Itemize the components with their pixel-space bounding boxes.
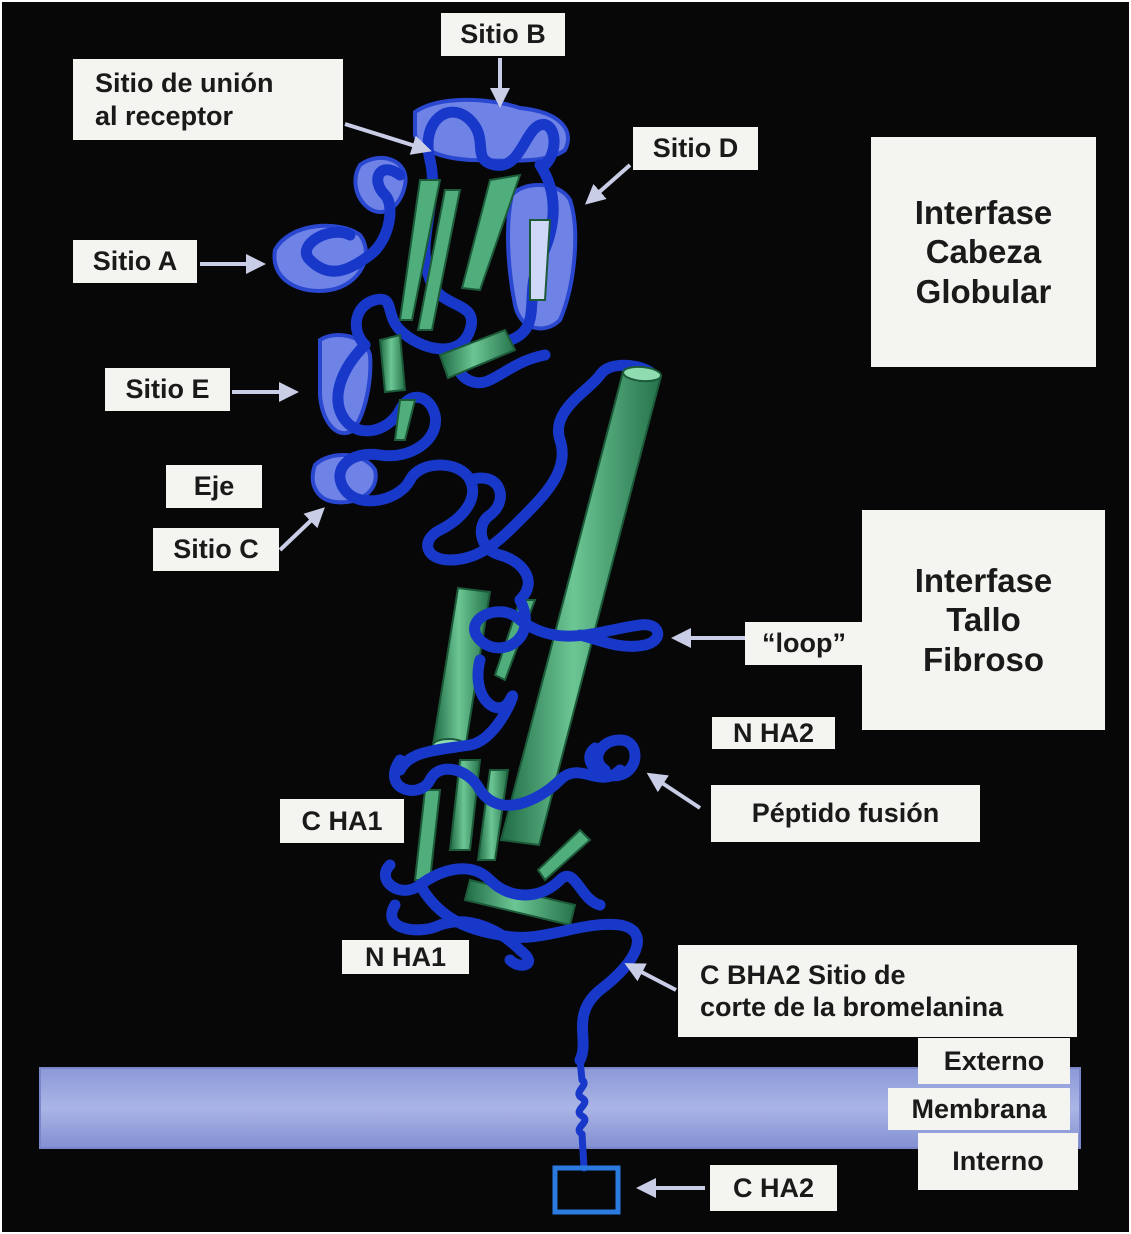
label-membrana: Membrana (888, 1088, 1070, 1130)
label-sitio-c: Sitio C (153, 528, 279, 571)
label-externo: Externo (918, 1038, 1070, 1084)
label-loop: “loop” (745, 622, 863, 665)
label-sitio-a: Sitio A (73, 240, 197, 283)
interface-stem-line3: Fibroso (923, 640, 1044, 680)
label-n-ha2: N HA2 (712, 717, 835, 749)
label-peptido-fusion: Péptido fusión (711, 785, 980, 842)
c-ha2-terminal-box (555, 1168, 618, 1212)
label-eje: Eje (166, 465, 262, 508)
label-bha2-line2: corte de la bromelanina (700, 991, 1003, 1023)
label-sitio-d: Sitio D (633, 127, 758, 170)
label-receptor-line1: Sitio de unión (95, 67, 273, 99)
interface-globular-head-box: Interfase Cabeza Globular (871, 137, 1096, 367)
label-bha2-line1: C BHA2 Sitio de (700, 959, 906, 991)
transmembrane-anchor (579, 1060, 585, 1168)
interface-stem-line2: Tallo (946, 600, 1021, 640)
label-sitio-b: Sitio B (441, 13, 565, 56)
interface-head-line3: Globular (916, 272, 1052, 312)
interface-stem-line1: Interfase (915, 561, 1053, 601)
label-receptor-binding-site: Sitio de unión al receptor (73, 59, 343, 140)
label-interno: Interno (918, 1133, 1078, 1190)
label-bromelain-cleavage-site: C BHA2 Sitio de corte de la bromelanina (678, 945, 1077, 1037)
label-sitio-e: Sitio E (105, 368, 230, 411)
label-receptor-line2: al receptor (95, 100, 233, 132)
label-n-ha1: N HA1 (342, 940, 469, 974)
label-c-ha2: C HA2 (710, 1165, 837, 1211)
interface-head-line1: Interfase (915, 193, 1053, 233)
interface-fibrous-stem-box: Interfase Tallo Fibroso (862, 510, 1105, 730)
label-c-ha1: C HA1 (280, 799, 404, 843)
interface-head-line2: Cabeza (926, 232, 1042, 272)
